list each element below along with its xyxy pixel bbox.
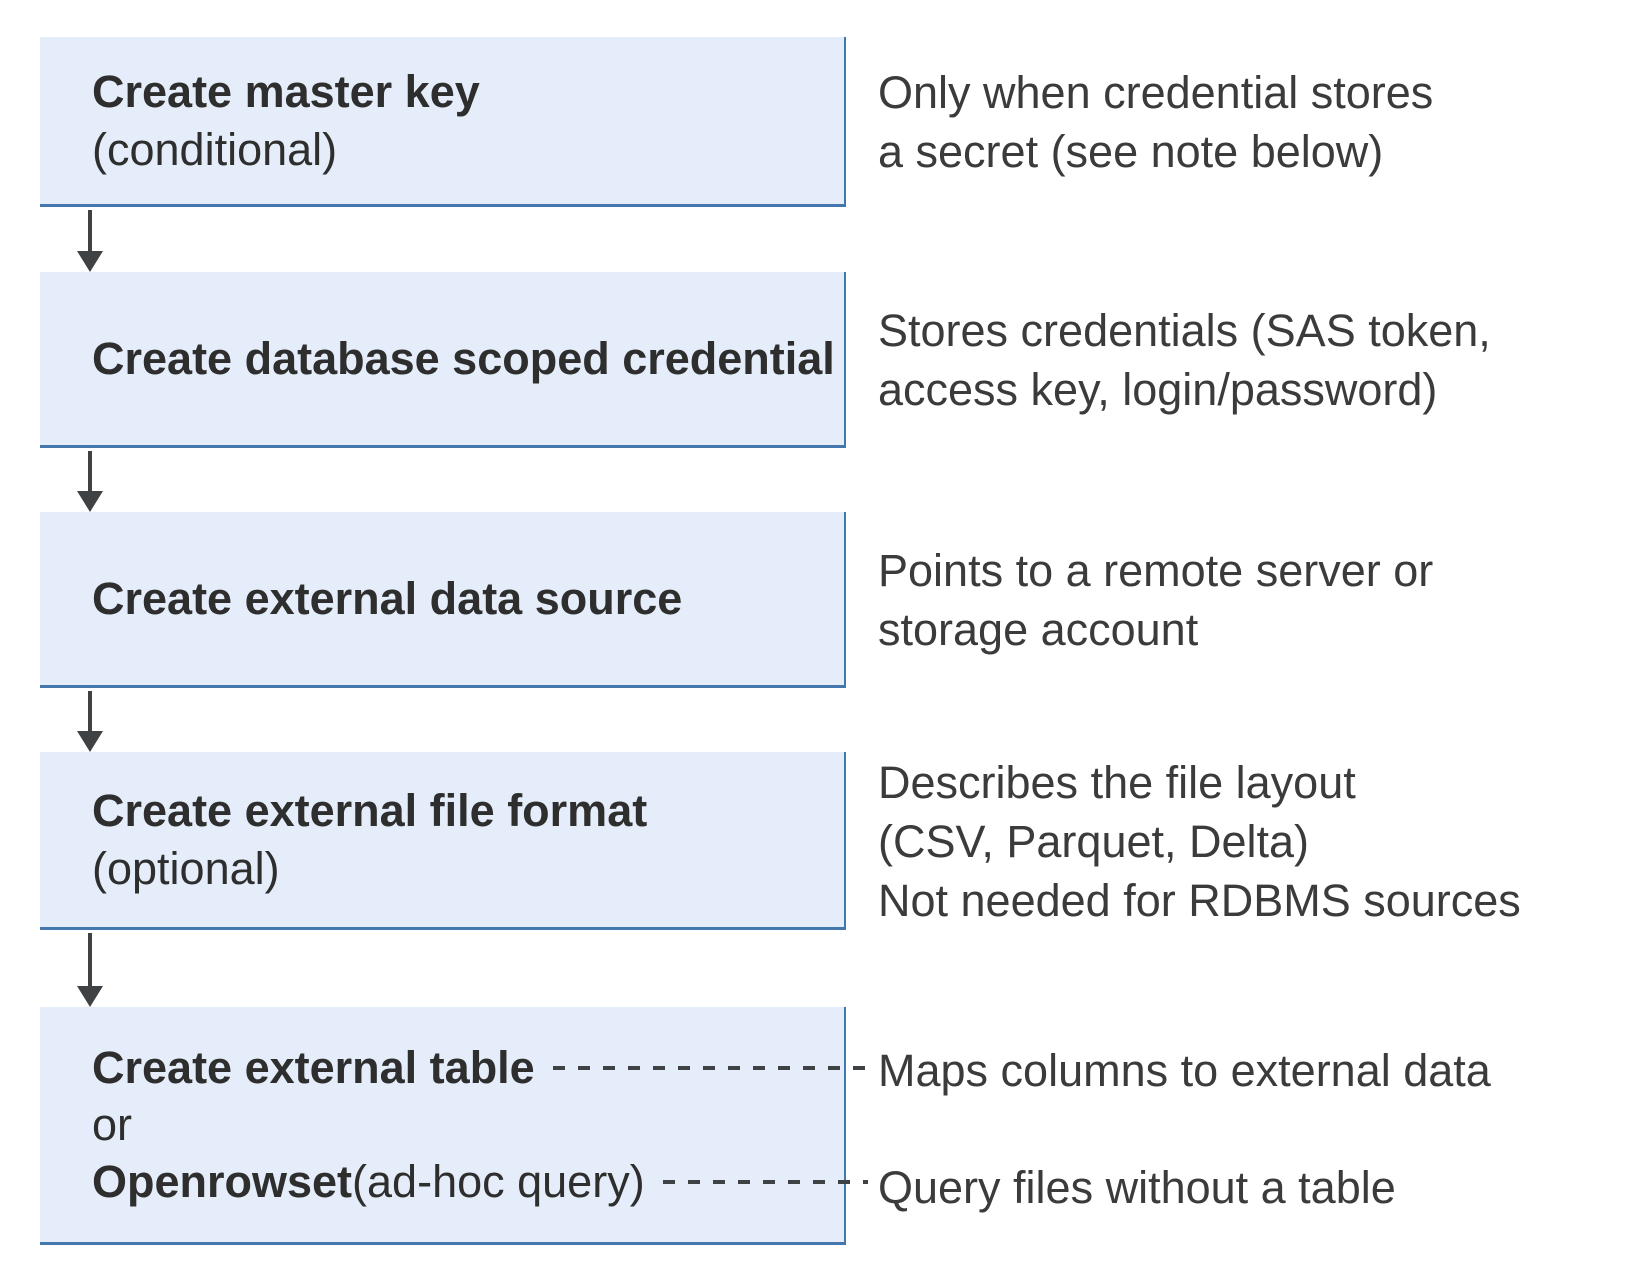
note-data-source: Points to a remote server or storage acc… [878, 545, 1434, 655]
note-external-table: Maps columns to external data [878, 1045, 1491, 1096]
note-master-key: Only when credential stores a secret (se… [878, 67, 1434, 177]
step-title: Create external data source [92, 572, 683, 624]
note-file-format: Describes the file layout (CSV, Parquet,… [878, 757, 1521, 926]
arrow-stem [88, 451, 92, 491]
arrow-head [77, 251, 103, 272]
flow-arrow-down-icon [77, 691, 103, 752]
step-title: Create master key [92, 65, 480, 117]
option-openrowset-line: Openrowset (ad-hoc query) [92, 1153, 868, 1210]
note-openrowset: Query files without a table [878, 1162, 1396, 1213]
flow-arrow-down-icon [77, 933, 103, 1007]
step-subtitle: (conditional) [92, 123, 338, 175]
step-box-master-key: Create master key (conditional) [40, 37, 846, 207]
step-box-external-table: Create external table or Openrowset (ad-… [40, 1007, 868, 1245]
step-subtitle: (optional) [92, 842, 280, 894]
arrow-stem [88, 933, 92, 986]
flow-arrow-down-icon [77, 210, 103, 272]
arrow-head [77, 491, 103, 512]
dashed-connector-1 [552, 1065, 868, 1070]
arrow-stem [88, 210, 92, 251]
step-title: Create external file format [92, 784, 648, 836]
arrow-stem [88, 691, 92, 731]
dashed-connector-2 [662, 1179, 868, 1184]
option-external-table-line: Create external table [92, 1039, 868, 1096]
conjunction-line: or [92, 1096, 868, 1153]
conjunction-or: or [92, 1099, 133, 1150]
step-box-data-source: Create external data source [40, 512, 846, 688]
note-scoped-credential: Stores credentials (SAS token, access ke… [878, 305, 1491, 415]
arrow-head [77, 986, 103, 1007]
flow-arrow-down-icon [77, 451, 103, 512]
option-external-table: Create external table [92, 1042, 535, 1093]
option-openrowset-qualifier: (ad-hoc query) [352, 1156, 645, 1207]
option-openrowset: Openrowset [92, 1156, 353, 1207]
step-box-file-format: Create external file format (optional) [40, 752, 846, 930]
step-box-scoped-credential: Create database scoped credential [40, 272, 846, 448]
step-title: Create database scoped credential [92, 332, 835, 384]
arrow-head [77, 731, 103, 752]
